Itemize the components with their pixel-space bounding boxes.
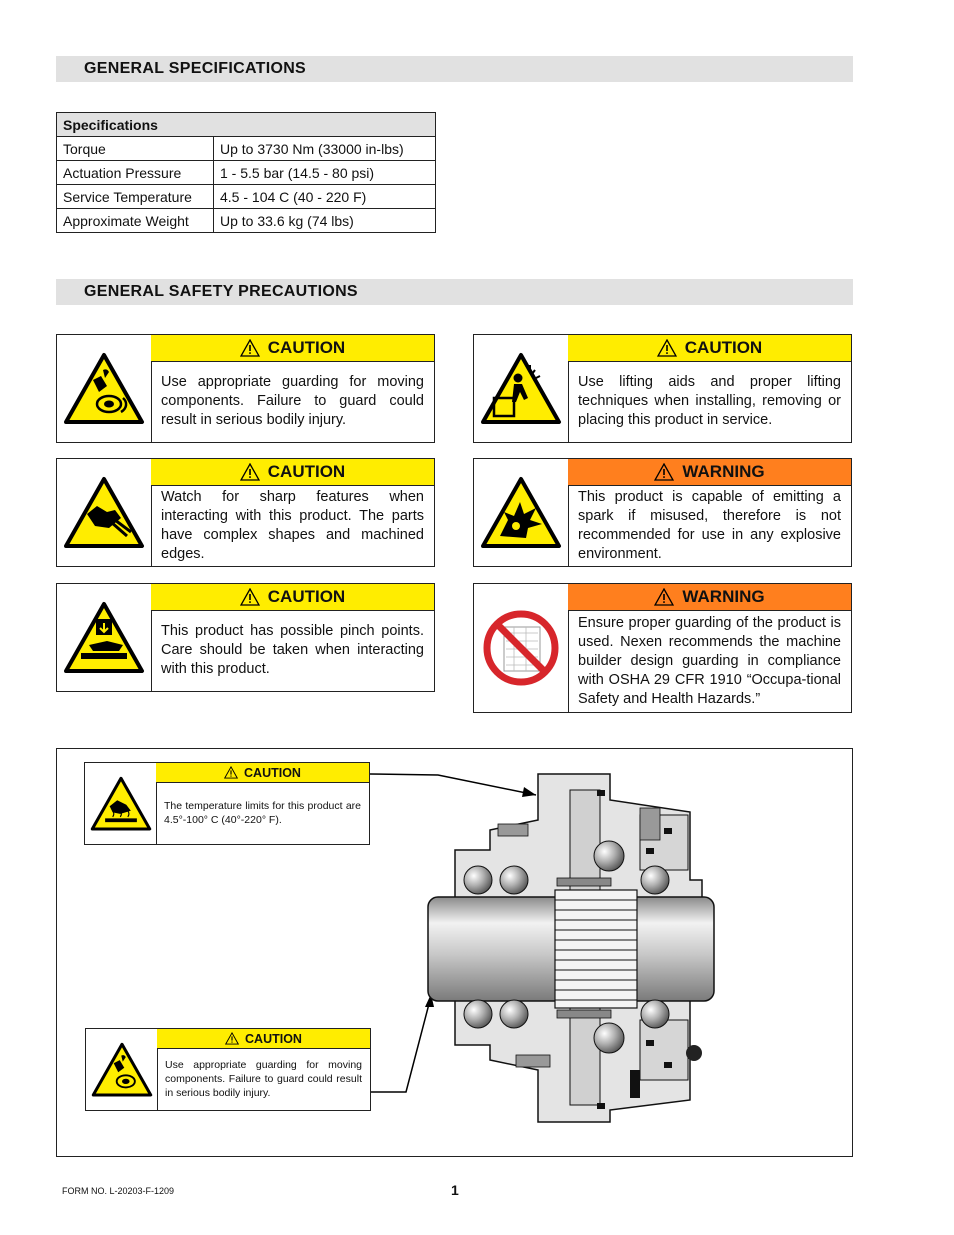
notice-sharp-features: CAUTION Watch for sharp features when in… — [56, 458, 435, 567]
heavy-lifting-icon — [481, 352, 561, 424]
notice-text: The temperature limits for this product … — [164, 800, 361, 826]
clutch-diagram-frame — [56, 748, 853, 1157]
caution-header: CAUTION — [157, 1029, 370, 1049]
warning-header: WARNING — [568, 584, 851, 611]
diagram-notice-temperature: CAUTION The temperature limits for this … — [84, 762, 370, 845]
safety-heading: GENERAL SAFETY PRECAUTIONS — [56, 279, 853, 305]
caution-header: CAUTION — [151, 335, 434, 362]
rotating-parts-icon — [91, 1042, 152, 1096]
caution-header: CAUTION — [568, 335, 851, 362]
notice-text: Watch for sharp features when interactin… — [161, 488, 424, 562]
warning-triangle-icon — [225, 1032, 240, 1045]
diagram-notice-guarding: CAUTION Use appropriate guarding for mov… — [85, 1028, 371, 1111]
notice-text: Use appropriate guarding for moving comp… — [161, 374, 424, 428]
notice-text: This product is capable of emitting a sp… — [578, 488, 841, 562]
form-number: FORM NO. L-20203-F-1209 — [62, 1186, 175, 1196]
warning-triangle-icon — [239, 463, 260, 481]
notice-spark-explosive: WARNING This product is capable of emitt… — [473, 458, 852, 567]
leader-line — [371, 999, 431, 1093]
explosion-icon — [481, 476, 561, 548]
notice-text: This product has possible pinch points. … — [161, 623, 424, 677]
caution-header: CAUTION — [151, 584, 434, 611]
rotating-parts-icon — [64, 352, 144, 424]
warning-triangle-icon — [239, 339, 260, 357]
sharp-edges-icon — [64, 476, 144, 548]
notice-pinch-points: CAUTION This product has possible pinch … — [56, 583, 435, 692]
notice-text: Use appropriate guarding for moving comp… — [165, 1059, 362, 1099]
bearing-balls — [463, 840, 702, 1061]
page-number: 1 — [451, 1182, 459, 1198]
specifications-heading: GENERAL SPECIFICATIONS — [56, 56, 853, 82]
warning-triangle-icon — [239, 588, 260, 606]
hot-surface-icon — [90, 776, 151, 830]
table-header: Specifications — [56, 112, 436, 137]
caution-header: CAUTION — [156, 763, 369, 783]
notice-moving-components: CAUTION Use appropriate guarding for mov… — [56, 334, 435, 443]
caution-header: CAUTION — [151, 459, 434, 486]
leader-line — [369, 773, 537, 796]
warning-triangle-icon — [656, 339, 677, 357]
warning-triangle-icon — [654, 588, 675, 606]
pinch-point-icon — [64, 601, 144, 673]
warning-header: WARNING — [568, 459, 851, 486]
notice-text: Use lifting aids and proper lifting tech… — [578, 374, 841, 428]
notice-text: Ensure proper guarding of the product is… — [578, 614, 841, 707]
warning-triangle-icon — [654, 463, 675, 481]
warning-triangle-icon — [224, 766, 239, 779]
notice-lifting: CAUTION Use lifting aids and proper lift… — [473, 334, 852, 443]
no-guard-prohibited-icon — [483, 610, 559, 686]
notice-proper-guarding: WARNING Ensure proper guarding of the pr… — [473, 583, 852, 713]
